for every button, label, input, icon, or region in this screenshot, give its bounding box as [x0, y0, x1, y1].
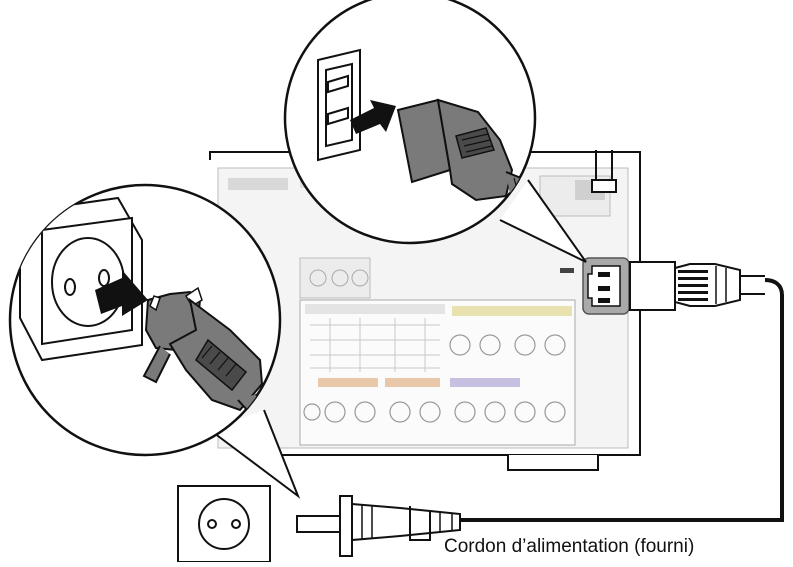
power-cord-caption: Cordon d’alimentation (fourni) [444, 536, 694, 558]
iec-connector-icon [630, 262, 765, 310]
wall-outlet-icon [178, 486, 270, 562]
power-plug-icon [297, 496, 460, 556]
ac-inlet [583, 258, 629, 314]
